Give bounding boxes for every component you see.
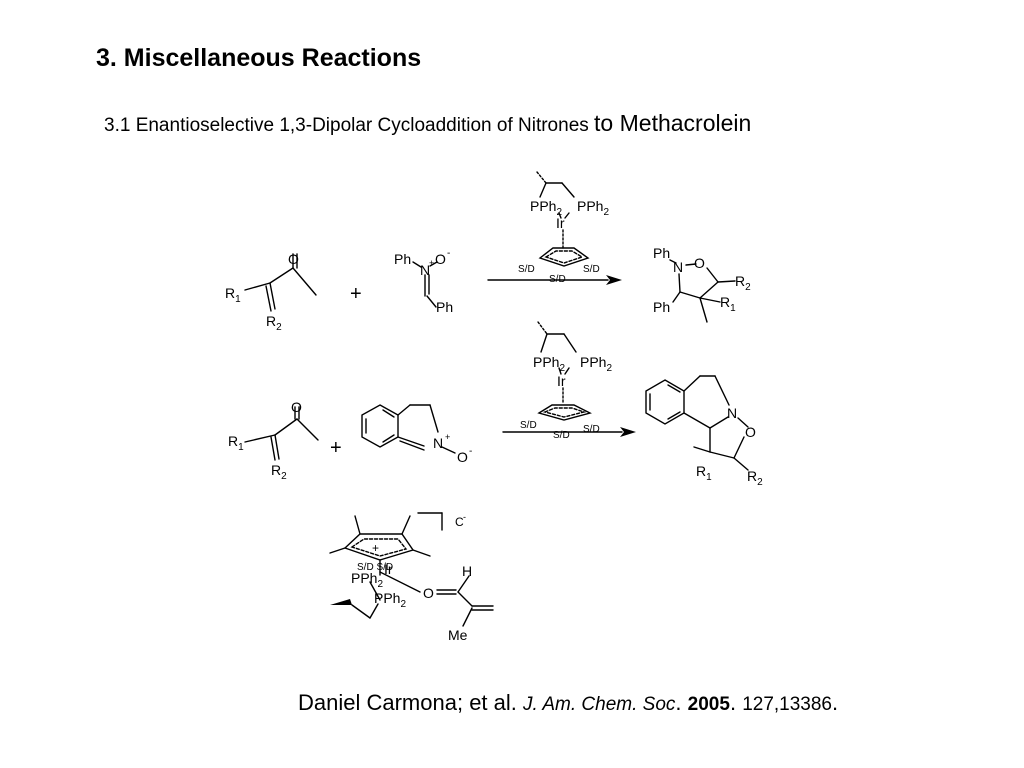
slide-title: 3. Miscellaneous Reactions xyxy=(96,44,422,72)
svg-text:C: C xyxy=(455,515,464,529)
tricyclic-product-2 xyxy=(645,375,749,471)
svg-text:O: O xyxy=(745,424,756,440)
pph2-label: PPh2 xyxy=(577,198,609,218)
pph2-label: PPh2 xyxy=(530,198,562,218)
isoxazolidine-product-1 xyxy=(669,259,736,323)
svg-text:S/D: S/D xyxy=(553,430,570,441)
svg-text:O: O xyxy=(288,251,299,267)
citation: Daniel Carmona; et al. J. Am. Chem. Soc.… xyxy=(298,690,839,715)
svg-text:Ir: Ir xyxy=(384,561,393,577)
plus-sign-2: + xyxy=(330,437,342,459)
svg-text:Me: Me xyxy=(448,627,468,643)
r2-label: R2 xyxy=(266,313,282,333)
r2-label: R2 xyxy=(271,462,287,482)
pph2-label: PPh2 xyxy=(580,354,612,374)
wedge-bond xyxy=(330,599,352,605)
subtitle-tail: to Methacrolein xyxy=(594,110,752,136)
svg-text:+: + xyxy=(372,541,379,555)
svg-text:N: N xyxy=(420,262,430,278)
svg-text:Ir: Ir xyxy=(556,215,565,231)
svg-text:S/D: S/D xyxy=(549,274,566,285)
nitrone-1 xyxy=(412,261,438,308)
r2-label: R2 xyxy=(747,468,763,488)
svg-text:-: - xyxy=(469,446,472,457)
iridium-catalyst-2 xyxy=(537,321,592,421)
r1-label: R1 xyxy=(228,433,244,453)
svg-text:H: H xyxy=(462,563,472,579)
plus-sign-1: + xyxy=(350,283,362,305)
citation-volume: 127,13386 xyxy=(742,694,833,715)
svg-text:O: O xyxy=(435,251,446,267)
enone-1 xyxy=(244,253,317,312)
svg-text:O: O xyxy=(694,255,705,271)
svg-text:S/D: S/D xyxy=(583,424,600,435)
pph2-label: PPh2 xyxy=(533,354,565,374)
svg-text:O: O xyxy=(423,585,434,601)
svg-text:S/D: S/D xyxy=(518,264,535,275)
r1-label: R1 xyxy=(696,463,712,483)
r2-label: R2 xyxy=(735,273,751,293)
svg-text:O: O xyxy=(291,399,302,415)
enone-2 xyxy=(244,406,319,461)
pph2-label: PPh2 xyxy=(374,590,406,610)
svg-text:S/D: S/D xyxy=(583,264,600,275)
svg-text:S/D: S/D xyxy=(520,420,537,431)
svg-text:S/D S/D: S/D S/D xyxy=(357,562,393,573)
svg-text:+: + xyxy=(429,258,434,268)
svg-text:Ir: Ir xyxy=(557,373,566,389)
svg-text:-: - xyxy=(463,512,466,522)
citation-journal: J. Am. Chem. Soc xyxy=(523,694,676,715)
svg-text:N: N xyxy=(727,405,737,421)
citation-year: 2005 xyxy=(687,694,730,715)
svg-text:N: N xyxy=(673,259,683,275)
svg-text:Ph: Ph xyxy=(653,299,670,315)
svg-text:Ph: Ph xyxy=(653,245,670,261)
subtitle-main: 3.1 Enantioselective 1,3-Dipolar Cycload… xyxy=(104,115,589,136)
pph2-label: PPh2 xyxy=(351,570,383,590)
citation-authors: Daniel Carmona; et al. xyxy=(298,690,517,715)
svg-text:O: O xyxy=(457,449,468,465)
r1-label: R1 xyxy=(720,294,736,314)
cyclic-nitrone xyxy=(361,404,456,454)
svg-text:-: - xyxy=(447,248,450,259)
iridium-methacrolein-complex xyxy=(329,512,494,627)
slide-subtitle: 3.1 Enantioselective 1,3-Dipolar Cycload… xyxy=(104,110,751,137)
svg-text:Ph: Ph xyxy=(394,251,411,267)
iridium-catalyst-1 xyxy=(536,171,590,267)
r1-label: R1 xyxy=(225,285,241,305)
svg-text:Ph: Ph xyxy=(436,299,453,315)
svg-text:N: N xyxy=(433,435,443,451)
svg-text:+: + xyxy=(445,432,450,442)
